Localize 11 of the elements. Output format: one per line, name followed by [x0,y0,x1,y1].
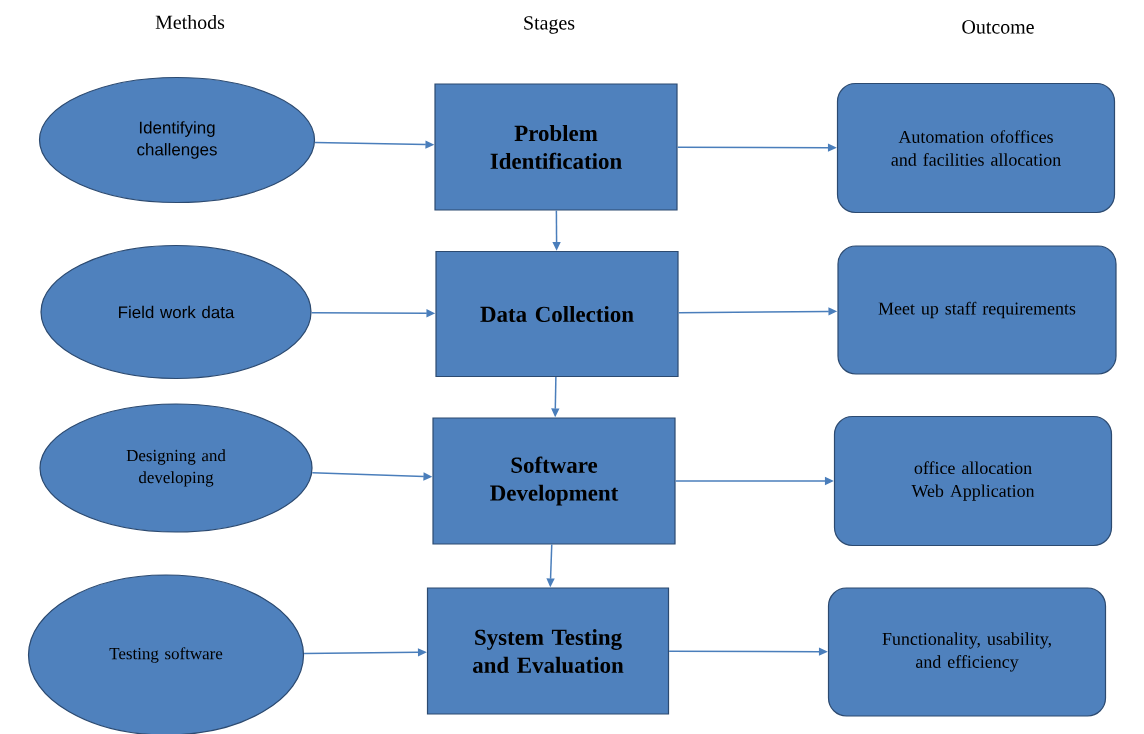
column-heading: Methods [155,15,225,29]
stage-box: Data Collection [435,250,679,378]
column-heading: Outcome [962,20,1034,34]
outcome-box: Functionality, usability, and efficiency [827,587,1107,717]
outcome-box: Meet up staff requirements [837,245,1117,375]
stage-box: Software Development [432,417,676,545]
outcome-box: office allocation Web Application [833,415,1113,547]
stage-box: System Testing and Evaluation [426,587,670,715]
column-heading: Stages [524,16,575,34]
outcome-box: Automation ofoffices and facilities allocation [836,82,1116,214]
stage-box: Problem Identification [434,83,678,211]
